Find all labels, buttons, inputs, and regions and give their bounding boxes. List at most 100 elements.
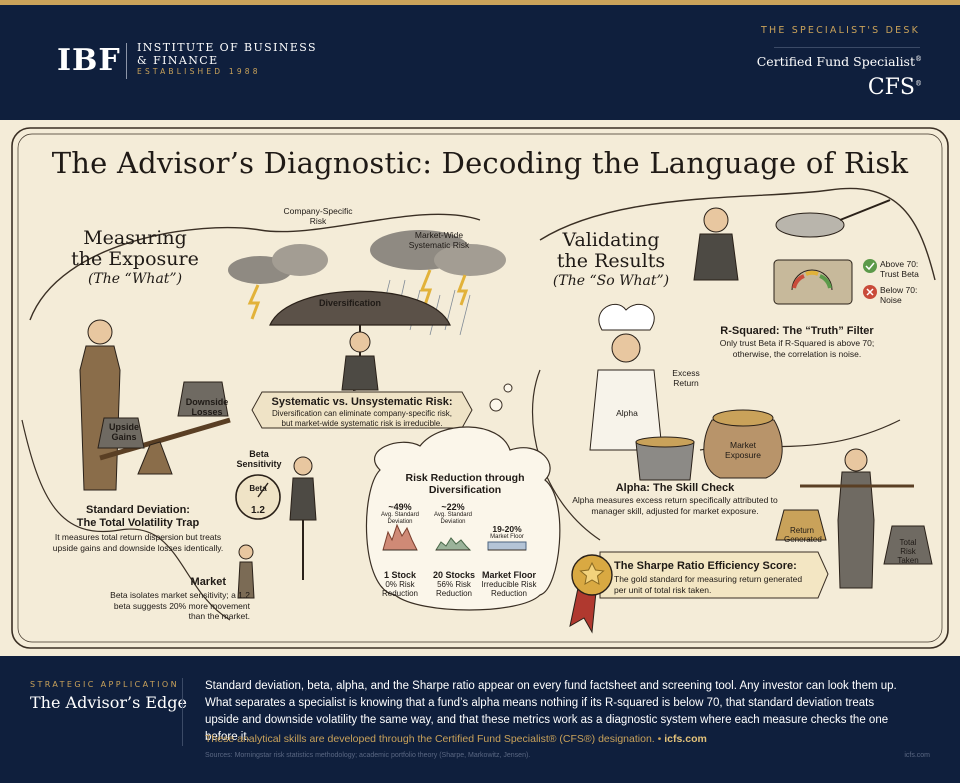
established-text: ESTABLISHED 1988 bbox=[137, 67, 261, 76]
desk-rule bbox=[774, 47, 920, 48]
validating-heading-line-1: Validating bbox=[562, 229, 660, 251]
advisors-edge-title: The Advisor’s Edge bbox=[30, 693, 187, 712]
risk-reduction-title: Risk Reduction through Diversification bbox=[390, 472, 540, 496]
header: IBF INSTITUTE OF BUSINESS & FINANCE ESTA… bbox=[0, 5, 960, 120]
panel-3-sub: Market Floor bbox=[490, 534, 524, 540]
systematic-desc: Diversification can eliminate company-sp… bbox=[271, 409, 453, 428]
small-market-figure bbox=[237, 544, 255, 599]
footer-divider bbox=[182, 678, 183, 746]
advisor-figure-scale bbox=[800, 448, 914, 589]
storm-clouds bbox=[228, 230, 506, 320]
lightning-icon bbox=[247, 284, 261, 320]
org-line-2: & FINANCE bbox=[137, 54, 219, 67]
panel-1-caption-line-1: 1 Stock bbox=[383, 570, 416, 580]
swirl-line bbox=[21, 419, 231, 621]
beta-gauge-text: Beta bbox=[249, 484, 267, 493]
icfs-link[interactable]: icfs.com bbox=[664, 733, 707, 745]
return-generated-weight-icon bbox=[775, 509, 827, 541]
rsquared-desc: Only trust Beta if R-Squared is above 70… bbox=[719, 338, 875, 359]
mini-chart-market-floor bbox=[487, 541, 527, 551]
measuring-subheading: (The “What”) bbox=[87, 271, 183, 287]
panel-3-caption-line-2: Irreducible Risk Reduction bbox=[481, 580, 537, 598]
panel-1-sub: Avg. Standard Deviation bbox=[381, 512, 419, 525]
poster-illustration bbox=[11, 127, 949, 649]
total-risk-label: Total Risk Taken bbox=[897, 538, 919, 565]
panel-3-pct: 19-20% bbox=[492, 524, 522, 534]
swirl-line bbox=[29, 213, 481, 321]
footer-site-link[interactable]: icfs.com bbox=[904, 752, 930, 759]
advisor-figure-sieve bbox=[693, 207, 739, 281]
footer-body-text: Standard deviation, beta, alpha, and the… bbox=[205, 680, 897, 743]
top-accent-bar bbox=[0, 0, 960, 5]
infographic-poster: The Advisor’s Diagnostic: Decoding the L… bbox=[0, 120, 960, 656]
cooking-pot-icon bbox=[635, 436, 695, 481]
advisor-figure-left bbox=[79, 319, 121, 491]
std-deviation-desc: It measures total return dispersion but … bbox=[52, 532, 224, 553]
upside-gains-label: Upside Gains bbox=[108, 422, 139, 442]
downside-weight-icon bbox=[177, 381, 229, 417]
below-70-label: Below 70: Noise bbox=[880, 285, 918, 305]
panel-1-caption-line-2: 0% Risk Reduction bbox=[381, 580, 419, 598]
company-specific-risk-label: Company-Specific Risk bbox=[283, 206, 353, 226]
market-exposure-label: Market Exposure bbox=[725, 440, 761, 460]
ibf-logo[interactable]: IBF bbox=[57, 43, 121, 78]
total-risk-weight-icon bbox=[883, 525, 933, 565]
advisor-figure-umbrella bbox=[341, 331, 379, 391]
panel-2-caption: 20 Stocks 56% Risk Reduction bbox=[430, 570, 478, 599]
alpha-desc: Alpha measures excess return specificall… bbox=[572, 495, 778, 516]
poster-frame bbox=[11, 127, 949, 649]
return-generated-label: Return Generated bbox=[784, 526, 822, 544]
risk-reduction-title-line-2: Diversification bbox=[428, 484, 502, 496]
panel-2: ~22% Avg. Standard Deviation bbox=[431, 502, 475, 526]
panel-2-caption-line-2: 56% Risk Reduction bbox=[435, 580, 473, 598]
rsq-machine-icon bbox=[773, 259, 853, 305]
downside-losses-label: Downside Losses bbox=[185, 397, 229, 417]
chef-alpha-label: Alpha bbox=[616, 408, 638, 418]
panel-1-pct: ~49% bbox=[388, 502, 412, 512]
panel-3-caption: Market Floor Irreducible Risk Reduction bbox=[480, 571, 538, 599]
beta-sensitivity-label: Beta Sensitivity bbox=[236, 449, 282, 469]
alpha-title: Alpha: The Skill Check bbox=[615, 482, 735, 494]
designation-abbr: CFS® bbox=[868, 75, 922, 100]
sharpe-title: The Sharpe Ratio Efficiency Score: bbox=[614, 560, 797, 572]
panel-2-pct: ~22% bbox=[441, 502, 465, 512]
rsquared-title: R-Squared: The “Truth” Filter bbox=[720, 325, 874, 337]
sieve-icon bbox=[775, 199, 891, 238]
strategic-application-label: STRATEGIC APPLICATION bbox=[30, 680, 179, 689]
panel-2-caption-line-1: 20 Stocks bbox=[432, 570, 476, 580]
pogo-figure bbox=[289, 456, 317, 580]
designation-cta-text: These analytical skills are developed th… bbox=[205, 733, 662, 745]
poster-inner-frame bbox=[17, 133, 943, 643]
beta-gauge-value: 1.2 bbox=[251, 505, 265, 516]
diversification-label: Diversification bbox=[318, 298, 382, 308]
market-wide-risk-label: Market-Wide Systematic Risk bbox=[408, 230, 470, 250]
validating-heading: Validating the Results bbox=[548, 230, 674, 272]
risk-reduction-cloud bbox=[365, 426, 561, 611]
std-title-line-2: The Total Volatility Trap bbox=[76, 517, 200, 529]
lightning-icon bbox=[456, 274, 469, 306]
measuring-heading: Measuring the Exposure bbox=[70, 228, 200, 270]
validating-subheading: (The “So What”) bbox=[552, 273, 670, 289]
registered-mark: ® bbox=[915, 54, 922, 63]
excess-return-label: Excess Return bbox=[672, 368, 700, 388]
beta-desc: Beta isolates market sensitivity; a 1.2 … bbox=[110, 590, 250, 621]
measuring-heading-line-1: Measuring bbox=[83, 227, 187, 249]
logo-divider bbox=[126, 43, 127, 79]
panel-1-caption: 1 Stock 0% Risk Reduction bbox=[378, 570, 422, 599]
designation-abbr-text: CFS bbox=[867, 75, 915, 100]
registered-mark-abbr: ® bbox=[915, 79, 922, 88]
risk-reduction-title-line-1: Risk Reduction through bbox=[405, 472, 525, 484]
beta-gauge-icon bbox=[235, 474, 281, 520]
specialist-desk-label: THE SPECIALIST'S DESK bbox=[760, 25, 920, 36]
poster-title: The Advisor’s Diagnostic: Decoding the L… bbox=[51, 146, 909, 180]
org-line-1: INSTITUTE OF BUSINESS bbox=[137, 41, 317, 54]
sources-note: Sources: Morningstar risk statistics met… bbox=[205, 752, 531, 759]
market-label: Market bbox=[190, 576, 226, 588]
systematic-title: Systematic vs. Unsystematic Risk: bbox=[271, 396, 453, 408]
panel-3: 19-20% Market Floor bbox=[484, 524, 530, 541]
sharpe-desc: The gold standard for measuring return g… bbox=[614, 574, 803, 595]
std-title-line-1: Standard Deviation: bbox=[86, 504, 190, 516]
mini-chart-1-stock bbox=[382, 523, 418, 551]
check-icon bbox=[863, 259, 877, 273]
panel-1: ~49% Avg. Standard Deviation bbox=[378, 502, 422, 526]
